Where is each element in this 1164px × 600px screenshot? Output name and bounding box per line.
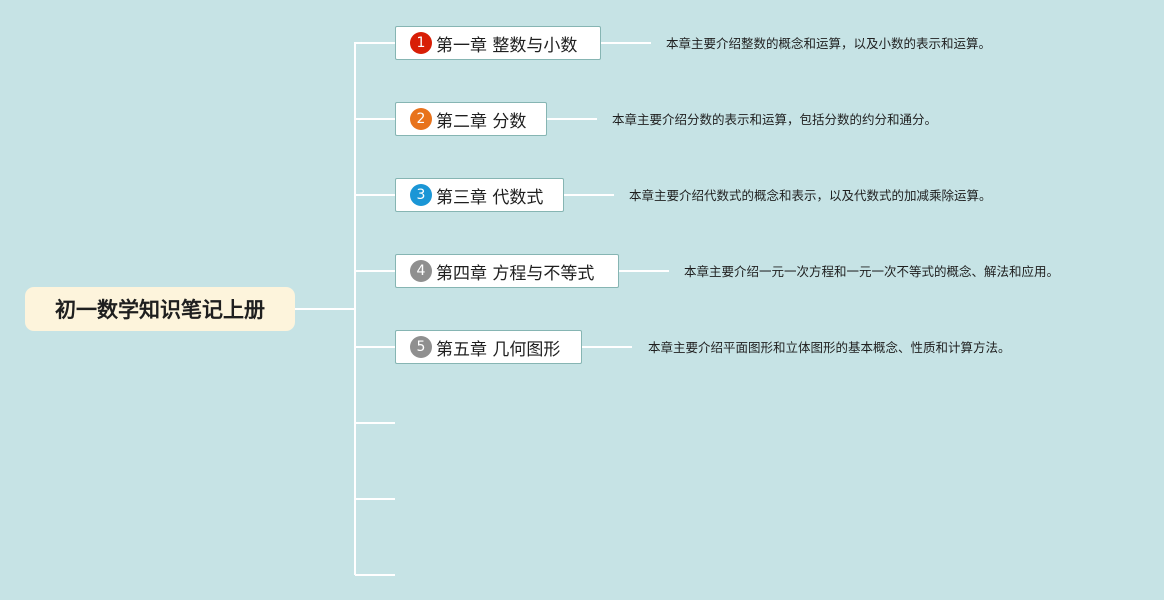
chapter-description-1[interactable]: 本章主要介绍整数的概念和运算，以及小数的表示和运算。	[666, 36, 992, 51]
trunk-line	[354, 42, 356, 575]
chapter-description-3[interactable]: 本章主要介绍代数式的概念和表示，以及代数式的加减乘除运算。	[629, 188, 992, 203]
chapter-node-2[interactable]: 2 第二章 分数	[395, 102, 547, 136]
branch-line-3	[355, 194, 395, 196]
number-badge-icon: 2	[410, 108, 432, 130]
chapter-title: 第三章 代数式	[436, 187, 544, 208]
desc-connector-1	[601, 42, 651, 44]
root-title: 初一数学知识笔记上册	[55, 298, 265, 322]
chapter-node-1[interactable]: 1 第一章 整数与小数	[395, 26, 601, 60]
root-topic[interactable]: 初一数学知识笔记上册	[25, 287, 295, 331]
chapter-description-5[interactable]: 本章主要介绍平面图形和立体图形的基本概念、性质和计算方法。	[648, 340, 1011, 355]
branch-line-2	[355, 118, 395, 120]
empty-branch-line-6	[355, 422, 395, 424]
empty-branch-line-8	[355, 574, 395, 576]
chapter-title: 第二章 分数	[436, 111, 527, 132]
chapter-title: 第五章 几何图形	[436, 339, 561, 360]
number-badge-icon: 4	[410, 260, 432, 282]
chapter-title: 第一章 整数与小数	[436, 35, 578, 56]
desc-connector-3	[564, 194, 614, 196]
desc-connector-2	[547, 118, 597, 120]
chapter-node-5[interactable]: 5 第五章 几何图形	[395, 330, 582, 364]
branch-line-4	[355, 270, 395, 272]
empty-branch-line-7	[355, 498, 395, 500]
number-badge-icon: 5	[410, 336, 432, 358]
chapter-node-4[interactable]: 4 第四章 方程与不等式	[395, 254, 619, 288]
chapter-description-4[interactable]: 本章主要介绍一元一次方程和一元一次不等式的概念、解法和应用。	[684, 264, 1060, 279]
desc-connector-5	[582, 346, 632, 348]
branch-line-5	[355, 346, 395, 348]
chapter-node-3[interactable]: 3 第三章 代数式	[395, 178, 564, 212]
number-badge-icon: 3	[410, 184, 432, 206]
branch-line-1	[355, 42, 395, 44]
number-badge-icon: 1	[410, 32, 432, 54]
chapter-description-2[interactable]: 本章主要介绍分数的表示和运算，包括分数的约分和通分。	[612, 112, 938, 127]
root-connector	[295, 308, 355, 310]
desc-connector-4	[619, 270, 669, 272]
chapter-title: 第四章 方程与不等式	[436, 263, 595, 284]
